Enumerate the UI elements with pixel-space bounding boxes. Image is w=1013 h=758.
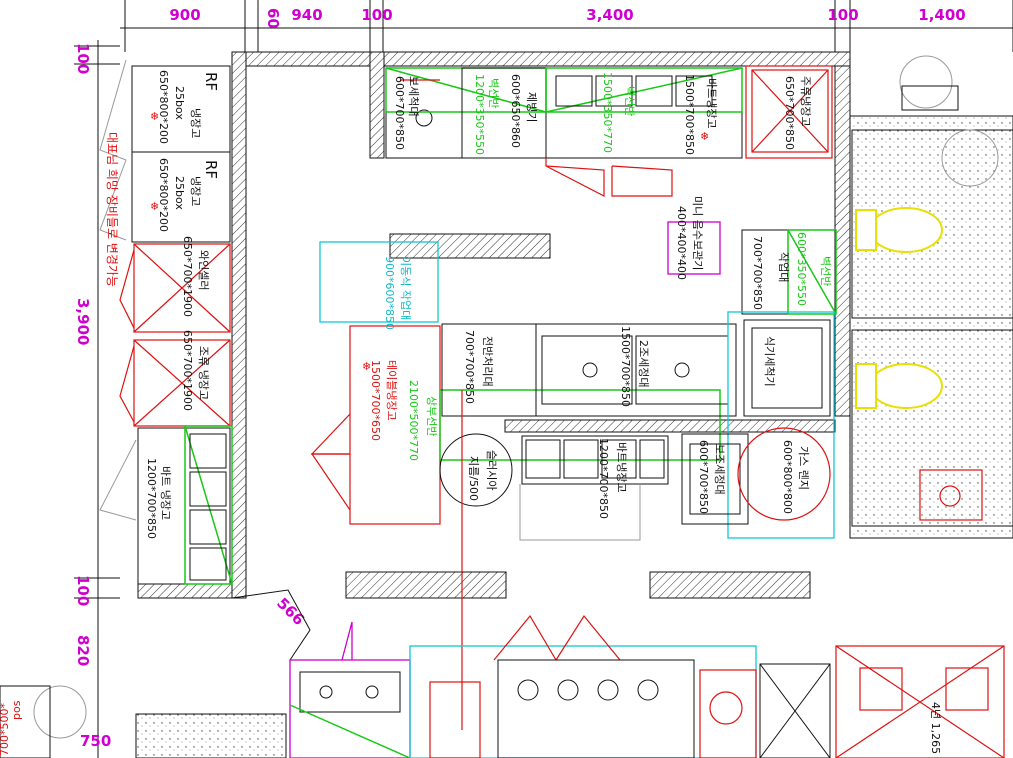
- snow-icon-4: ❄: [362, 360, 371, 373]
- bar-top-size: 1500*700*850: [683, 74, 696, 155]
- ws-size: 600*700*850: [697, 440, 710, 514]
- table-size: 1500*700*650: [369, 360, 382, 441]
- snow-icon-2: ❄: [150, 200, 159, 213]
- slush-size: 지름/500: [467, 456, 480, 501]
- vert-name: 조류 냉장고: [197, 346, 210, 400]
- shelf3-size: 600*350*550: [795, 232, 808, 306]
- change-note: 대표님 희망 장비들로 변경가능: [105, 132, 119, 287]
- dim-left-100b: 100: [74, 575, 92, 606]
- sink-top-size: 600*700*850: [393, 76, 406, 150]
- wine-size: 650*700*1900: [181, 236, 194, 317]
- dim-left-3900: 3,900: [74, 298, 92, 345]
- snow-icon-1: ❄: [150, 110, 159, 123]
- shelf4-size: 2100*500*770: [407, 380, 420, 461]
- prep-size: 700*700*850: [463, 330, 476, 404]
- wine-name: 와인셀러: [197, 250, 210, 290]
- under-size: 650*700*850: [783, 76, 796, 150]
- ref2-name: 냉장고: [189, 176, 202, 206]
- ref2-box: 25box: [173, 176, 186, 210]
- dim-top-900: 900: [169, 6, 200, 24]
- ref1-box: 25box: [173, 86, 186, 120]
- bar2-size: 1200*700*850: [597, 438, 610, 519]
- left-equipment: [99, 59, 233, 585]
- shelf4-name: 상부선반: [425, 396, 438, 436]
- under-name: 주류냉장고: [799, 76, 812, 127]
- dish-size: 1500*700*850: [619, 326, 632, 407]
- mobile-name: 이동식 작업대: [399, 256, 412, 320]
- bottom-equipment: [0, 589, 1005, 758]
- prep-name: 전반처리대: [481, 336, 494, 387]
- sink-top-name: 보세척대: [407, 76, 420, 116]
- dim-top-100b: 100: [827, 6, 858, 24]
- dim-left-100a: 100: [74, 43, 92, 74]
- pos-label: pos: [10, 700, 23, 720]
- dim-top-3400: 3,400: [586, 6, 633, 24]
- pos-size: 700*500*: [0, 703, 11, 756]
- dim-top-1400: 1,400: [918, 6, 965, 24]
- mobile-size: 900*600*850: [383, 256, 396, 330]
- shelf2-size: 1500*350*770: [601, 72, 614, 153]
- shelf1-size: 1200*350*550: [473, 74, 486, 155]
- mini-name: 미니 음수보관기: [691, 196, 704, 270]
- bath-label: 4년 1,265: [929, 702, 942, 754]
- ref1-code: RF: [202, 72, 220, 91]
- dim-left-820: 820: [74, 635, 92, 666]
- bar2-name: 바트냉장고: [615, 442, 628, 493]
- bar-name: 바트 냉장고: [159, 466, 172, 520]
- ws-name: 보조세정대: [713, 444, 726, 495]
- ref2-code: RF: [202, 160, 220, 179]
- dim-top-940: 940: [291, 6, 322, 24]
- dim-top-60: 60: [264, 8, 282, 29]
- middle-equipment: [310, 241, 835, 730]
- ref2-size: 650*800*200: [157, 158, 170, 232]
- bathroom-fixtures: [855, 55, 999, 521]
- ice-size: 600*650*860: [509, 74, 522, 148]
- work-name: 작업대: [777, 252, 790, 282]
- walls: [135, 51, 1013, 758]
- ice-name: 제빙기: [525, 92, 538, 122]
- slush-name: 슬러시아: [485, 450, 498, 490]
- shelf1-name: 벽선반: [487, 78, 500, 108]
- dim-top-100a: 100: [361, 6, 392, 24]
- shelf2-name: 벽선반: [623, 86, 636, 116]
- ref1-size: 650*800*200: [157, 70, 170, 144]
- vert-size: 650*700*1900: [181, 330, 194, 411]
- bar-top-name: 바트냉장고: [705, 78, 718, 129]
- dimension-lines: [74, 0, 1013, 758]
- work-size: 700*700*850: [751, 236, 764, 310]
- dim-angled-566: 566: [273, 594, 308, 629]
- gas-size: 600*800*800: [781, 440, 794, 514]
- shelf3-name: 벽선반: [819, 256, 832, 286]
- table-name: 테이블냉장고: [385, 360, 398, 421]
- top-equipment: [385, 65, 837, 315]
- dish-name: 2조세정대: [637, 340, 650, 387]
- mini-size: 400*400*400: [675, 206, 688, 280]
- dim-bottom-750: 750: [80, 732, 111, 750]
- ref1-name: 냉장고: [189, 108, 202, 138]
- bar-size: 1200*700*850: [145, 458, 158, 539]
- gas-name: 가스 렌지: [797, 446, 810, 490]
- snow-icon-3: ❄: [700, 130, 709, 143]
- corner-name: 식기세척기: [763, 336, 776, 387]
